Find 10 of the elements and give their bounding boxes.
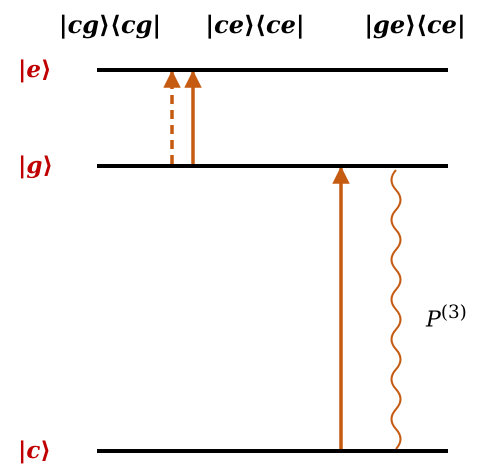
level-label: |g⟩	[18, 153, 53, 179]
arrow	[184, 70, 202, 164]
level-label: |c⟩	[18, 438, 51, 464]
column-heading: |cg⟩⟨cg|	[58, 10, 162, 40]
arrow	[332, 166, 350, 449]
column-heading: |ge⟩⟨ce|	[364, 10, 466, 40]
column-heading: |ce⟩⟨ce|	[205, 10, 305, 40]
level-label: |e⟩	[18, 57, 52, 83]
dashed-arrow	[163, 70, 181, 164]
wavy-line	[390, 169, 402, 450]
